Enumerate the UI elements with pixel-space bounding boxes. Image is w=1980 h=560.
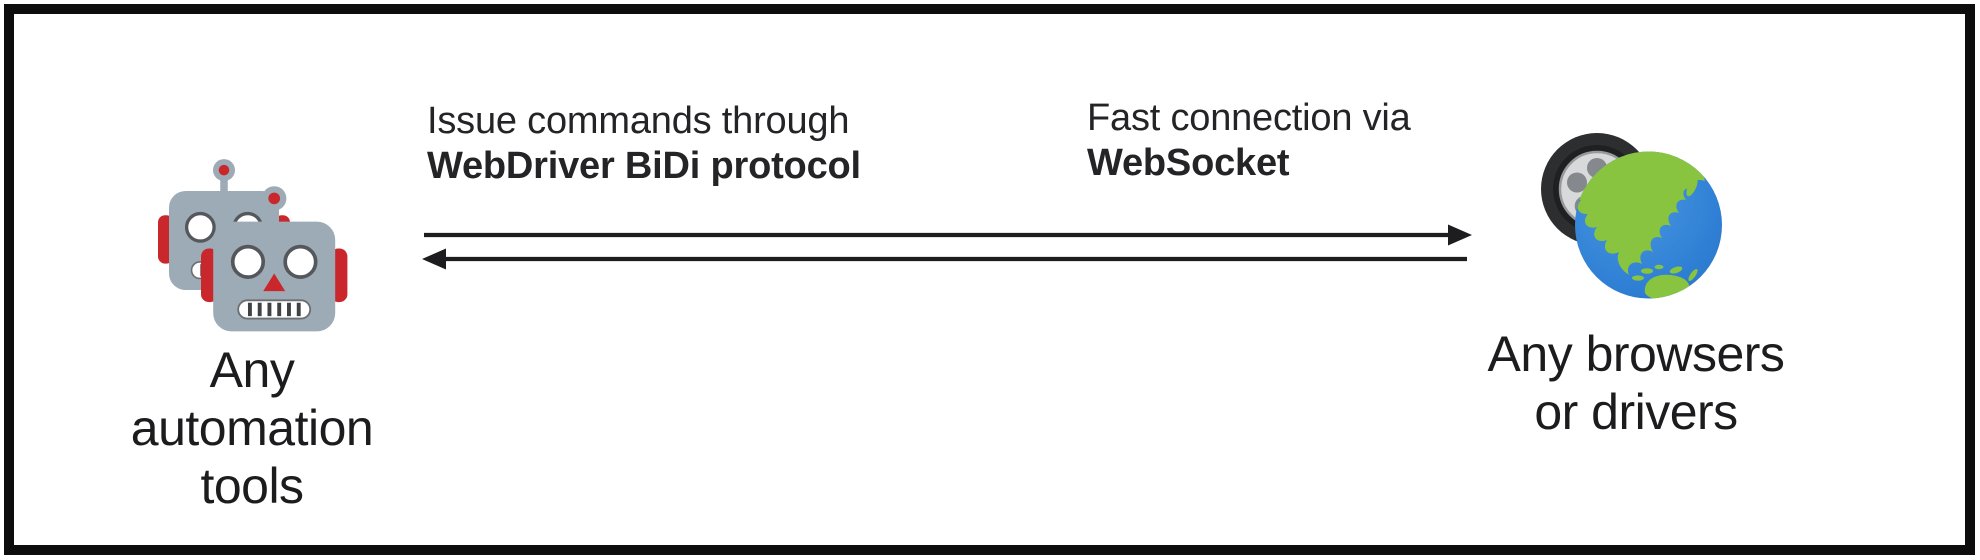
right-arrow-label: Fast connection via WebSocket <box>1087 96 1411 186</box>
arrow-right-to-left <box>422 248 1467 270</box>
right-node-label: Any browsers or drivers <box>1446 325 1826 441</box>
left-arrow-label-regular: Issue commands through <box>427 100 850 142</box>
diagram-border <box>4 4 1975 555</box>
left-node-label-line2: automation <box>130 400 374 456</box>
arrow-left-to-right <box>424 224 1472 246</box>
left-node-label-line3: tools <box>200 458 304 514</box>
bidirectional-arrows <box>422 224 1472 270</box>
globe-icon <box>1575 151 1722 299</box>
right-node-label-line1: Any browsers <box>1487 326 1785 382</box>
left-arrow-label: Issue commands through WebDriver BiDi pr… <box>427 99 861 189</box>
right-node-label-line2: or drivers <box>1534 384 1738 440</box>
left-arrow-label-bold: WebDriver BiDi protocol <box>427 145 861 187</box>
left-node-label-line1: Any <box>209 342 295 398</box>
automation-tools-icon <box>156 157 350 334</box>
right-arrow-label-regular: Fast connection via <box>1087 97 1411 139</box>
browsers-drivers-icon <box>1541 133 1722 299</box>
right-arrow-label-bold: WebSocket <box>1087 142 1290 184</box>
left-node-label: Any automation tools <box>92 341 412 515</box>
